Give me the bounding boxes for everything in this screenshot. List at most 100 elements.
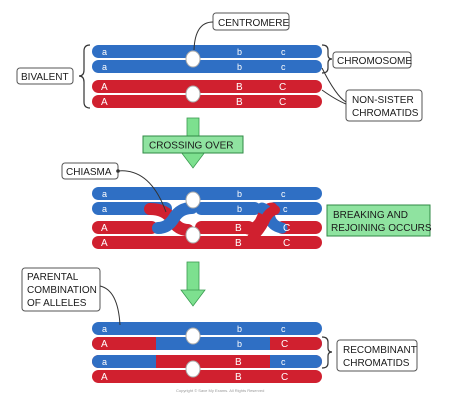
allele-C: C [279, 97, 286, 108]
centromere [185, 85, 201, 103]
allele-A: A [101, 82, 108, 93]
stage-chiasma: a b c a b c A B C A B C CHIASMA BREAKING… [61, 162, 432, 249]
centromere [185, 360, 201, 378]
allele-A: A [101, 238, 108, 249]
allele-c: c [281, 324, 286, 334]
allele-c: c [281, 357, 286, 367]
allele-b: b [237, 324, 242, 334]
allele-c: c [281, 189, 286, 199]
chromatid-red-1-left [92, 221, 158, 234]
centromere-label: CENTROMERE [218, 18, 289, 29]
centromere [185, 226, 201, 244]
chromosome-brace [321, 44, 333, 74]
chromatid-red-1-right [195, 221, 255, 234]
chromosome-label: CHROMOSOME [337, 56, 412, 67]
chiasma-leader [117, 170, 167, 213]
chromatid-blue-2 [92, 60, 322, 73]
chromatid-blue-1 [92, 187, 322, 200]
breaking-label-line1: BREAKING AND [333, 210, 408, 221]
allele-A: A [101, 372, 108, 383]
parental-label-line3: OF ALLELES [27, 298, 87, 309]
recombinant-label-line1: RECOMBINANT [343, 345, 417, 356]
non-sister-leader-1 [321, 67, 347, 103]
chromatid-blue-1 [92, 45, 322, 58]
recombinant-label-box [336, 339, 418, 372]
allele-a: a [102, 324, 107, 334]
allele-C: C [281, 339, 288, 350]
allele-A: A [101, 223, 108, 234]
stage-bivalent: a b c a b c A B C A B C CENTROMERE CHROM… [16, 12, 423, 122]
allele-B: B [236, 97, 243, 108]
crossing-over-label: CROSSING OVER [149, 141, 233, 152]
crossing-strand-blue [152, 202, 198, 234]
allele-C: C [283, 238, 290, 249]
copyright-text: Copyright © Save My Exams. All Rights Re… [176, 388, 264, 393]
allele-B: B [235, 238, 242, 249]
parental-label-box [21, 267, 101, 312]
chromatid-red-1-end [276, 221, 322, 234]
arrow-shaft [186, 261, 200, 293]
breaking-label-line2: REJOINING OCCURS [331, 223, 432, 234]
allele-c: c [281, 62, 286, 72]
chromatid-red-2 [92, 370, 322, 383]
recombinant-label-line2: CHROMATIDS [343, 358, 410, 369]
allele-a: a [102, 62, 107, 72]
allele-b: b [237, 339, 242, 349]
chromatid-blue-2-end [268, 202, 322, 215]
allele-A: A [101, 97, 108, 108]
allele-a: a [102, 189, 107, 199]
chromatid-recombinant-3-blue-left-fill [110, 355, 156, 368]
allele-C: C [279, 82, 286, 93]
allele-b: b [237, 47, 242, 57]
recombinant-brace [321, 336, 333, 369]
bivalent-brace [78, 44, 91, 109]
allele-b: b [237, 204, 242, 214]
allele-c: c [281, 47, 286, 57]
allele-C: C [283, 223, 290, 234]
breaking-rejoining-box [326, 204, 431, 237]
chiasma-leader-dot [116, 169, 120, 173]
allele-B: B [235, 372, 242, 383]
chromatid-red-2 [92, 95, 322, 108]
non-sister-label-line1: NON-SISTER [352, 95, 414, 106]
chromatid-recombinant-3-blue-right-fill [270, 355, 300, 368]
parental-label-line2: COMBINATION [27, 285, 97, 296]
parental-label-line1: PARENTAL [27, 272, 79, 283]
chiasma-label: CHIASMA [66, 167, 112, 178]
centromere [185, 327, 201, 345]
chromatid-blue-1 [92, 322, 322, 335]
allele-b: b [237, 62, 242, 72]
allele-a: a [102, 357, 107, 367]
arrow-result [180, 261, 206, 307]
crossing-over-box [142, 135, 244, 154]
non-sister-label-box [345, 89, 423, 122]
allele-B: B [236, 82, 243, 93]
arrow-head [180, 289, 206, 307]
allele-c: c [283, 204, 288, 214]
allele-a: a [102, 47, 107, 57]
centromere [185, 191, 201, 209]
chromatid-recombinant-2-red-left-fill [110, 337, 156, 350]
allele-A: A [101, 339, 108, 350]
chromatid-blue-2-right [195, 202, 261, 215]
chromatid-red-1 [92, 80, 322, 93]
allele-a: a [102, 204, 107, 214]
parental-leader [99, 285, 121, 326]
allele-B: B [235, 223, 242, 234]
chromosome-label-box [332, 51, 412, 69]
arrow-head [180, 151, 206, 169]
chromatid-red-2 [92, 236, 322, 249]
crossing-strand-red [247, 205, 280, 243]
allele-C: C [281, 372, 288, 383]
bivalent-label-box [16, 67, 74, 85]
arrow-crossing-over: CROSSING OVER [142, 117, 244, 169]
bivalent-label: BIVALENT [21, 72, 69, 83]
allele-b: b [237, 189, 242, 199]
non-sister-leader-2 [321, 89, 347, 105]
chromatid-recombinant-2-red-right-fill [270, 337, 300, 350]
centromere-leader [193, 21, 214, 51]
stage-recombinant: a b c A b C a B c A B C PARENTAL COMBINA… [21, 267, 418, 393]
non-sister-label-line2: CHROMATIDS [352, 108, 419, 119]
allele-B: B [235, 357, 242, 368]
